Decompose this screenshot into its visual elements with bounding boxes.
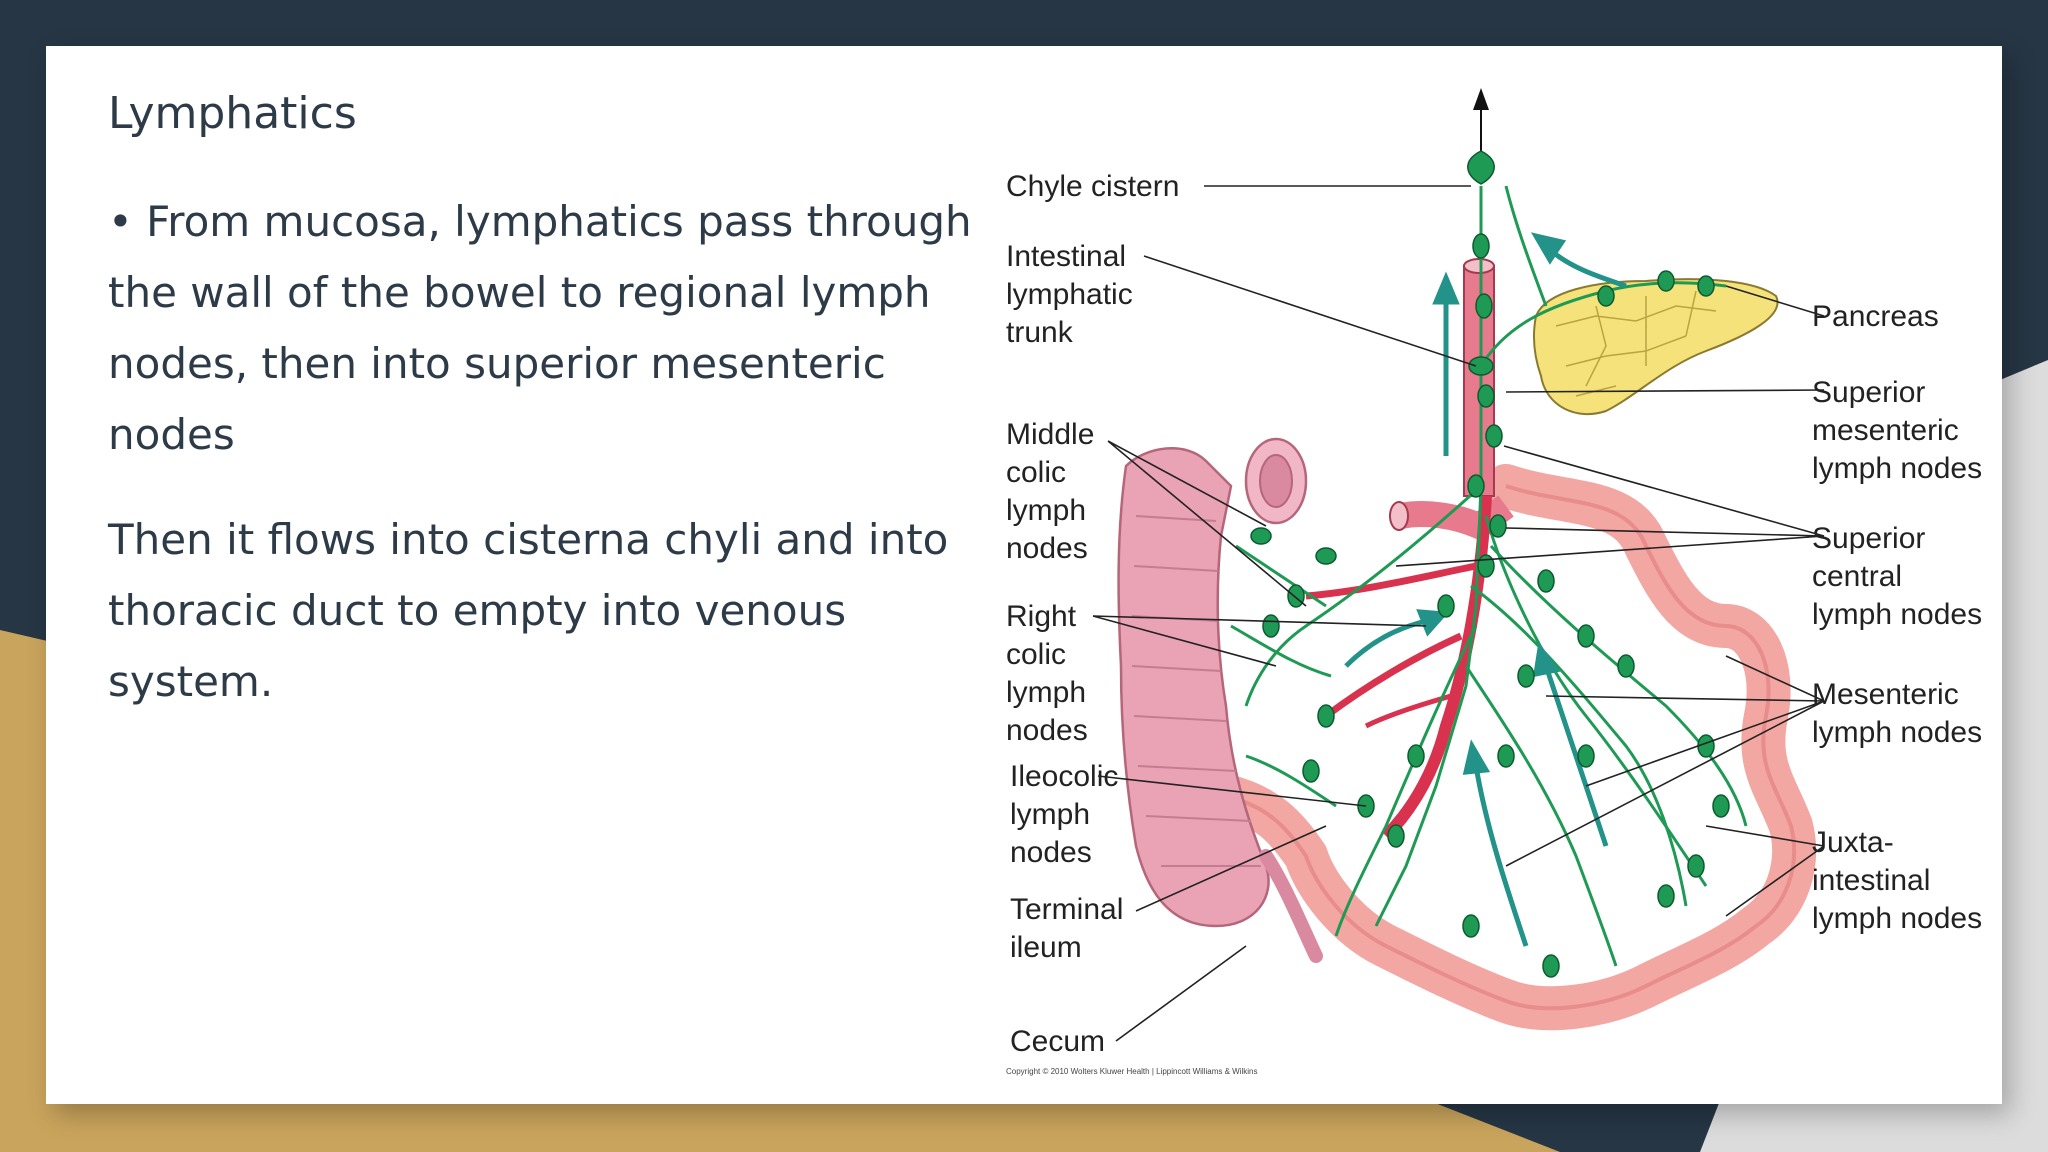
slide-body: • From mucosa, lymphatics pass through t… [108,186,988,751]
label-juxta-intestinal: Juxta- intestinal lymph nodes [1812,826,1982,935]
label-middle-colic: Middle colic lymph nodes [1006,418,1103,565]
colon-illustration [1117,437,1323,963]
copyright-text: Copyright © 2010 Wolters Kluwer Health |… [1006,1067,1257,1076]
left-labels: Chyle cistern Intestinal lymphatic trunk… [1006,170,1179,1058]
label-ileocolic: Ileocolic lymph nodes [1010,760,1127,869]
slide-title: Lymphatics [108,88,357,139]
pancreas-illustration [1532,278,1779,416]
label-terminal-ileum: Terminal ileum [1010,893,1132,964]
lymph-flow-arrows [1344,232,1627,947]
paragraph-text: Then it flows into cisterna chyli and in… [108,515,949,706]
right-labels: Pancreas Superior mesenteric lymph nodes… [1812,300,1982,935]
small-intestine-illustration [1204,464,1817,1031]
label-cecum: Cecum [1010,1025,1105,1058]
label-leader-lines [1092,185,1825,1042]
label-superior-central: Superior central lymph nodes [1812,522,1982,631]
bullet-text: • From mucosa, lymphatics pass through t… [108,197,972,459]
label-chyle-cistern: Chyle cistern [1006,170,1179,203]
label-intestinal-trunk: Intestinal lymphatic trunk [1006,240,1141,349]
label-right-colic: Right colic lymph nodes [1006,600,1094,747]
slide: Lymphatics • From mucosa, lymphatics pas… [46,46,2002,1104]
label-mesenteric: Mesenteric lymph nodes [1812,678,1982,749]
label-pancreas: Pancreas [1812,300,1939,333]
lymph-nodes [1250,150,1730,978]
label-superior-mesenteric: Superior mesenteric lymph nodes [1812,376,1982,485]
lymphatic-drainage-diagram: Chyle cistern Intestinal lymphatic trunk… [1006,88,1982,1076]
